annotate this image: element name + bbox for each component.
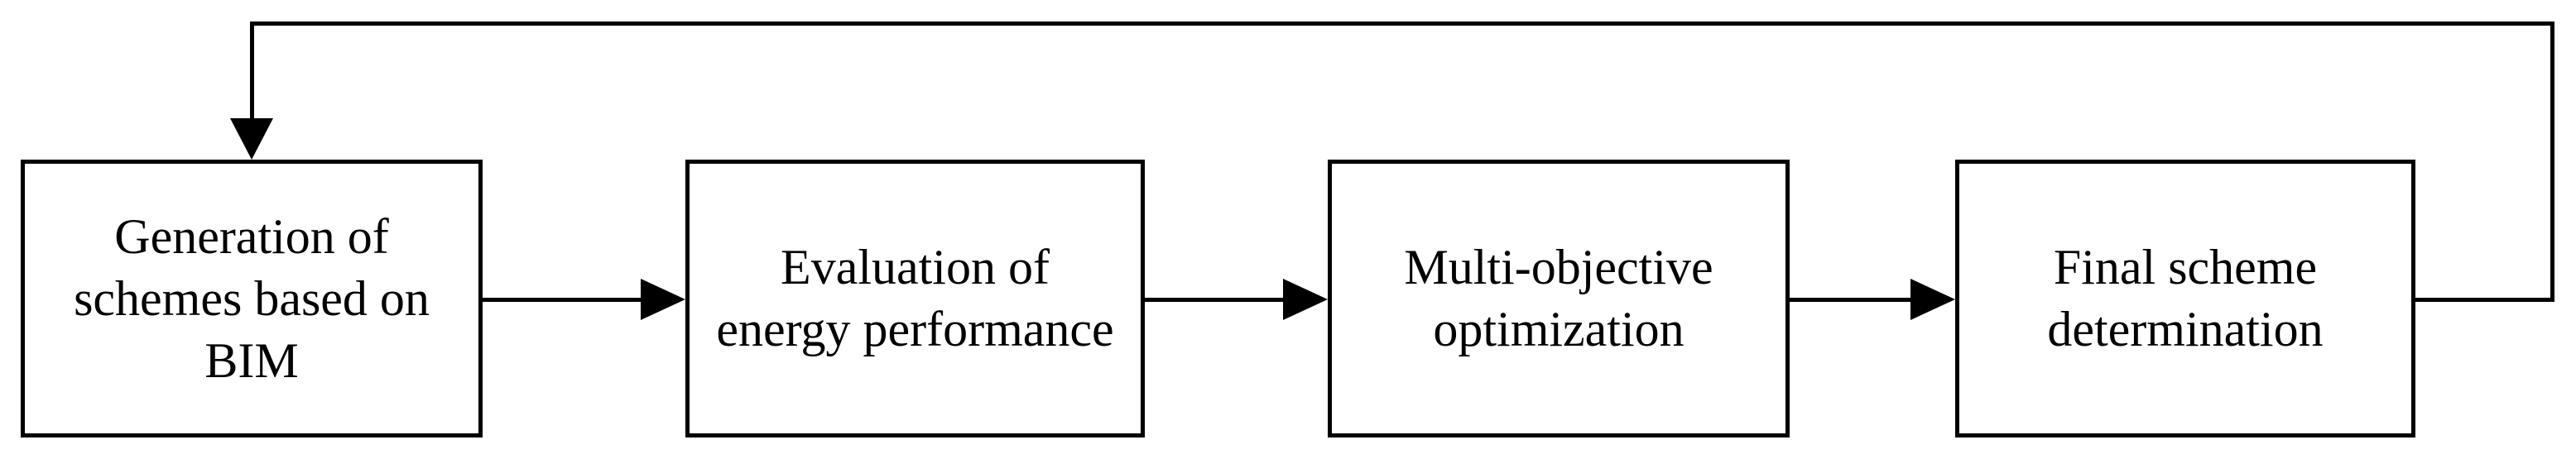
arrowhead-right-icon — [1910, 279, 1955, 320]
box-label-line: BIM — [204, 332, 299, 388]
box-label-line: determination — [2047, 302, 2324, 356]
arrow-generation-to-evaluation — [483, 297, 644, 302]
arrow-optimization-to-final — [1790, 297, 1914, 302]
arrowhead-right-icon — [1283, 279, 1328, 320]
box-label-line: Generation of — [114, 208, 389, 264]
feedback-line-right-rail — [2550, 21, 2554, 302]
arrowhead-down-icon — [230, 118, 273, 160]
box-label-line: Final scheme — [2053, 240, 2318, 294]
box-label-line: schemes based on — [74, 270, 430, 326]
box-label-line: energy performance — [716, 302, 1114, 356]
arrowhead-right-icon — [641, 279, 685, 320]
arrow-evaluation-to-optimization — [1145, 297, 1286, 302]
flow-box-evaluation: Evaluation of energy performance — [685, 160, 1145, 437]
box-label-line: Multi-objective — [1404, 240, 1713, 294]
flow-box-generation: Generation of schemes based on BIM — [21, 160, 483, 437]
feedback-line-top-rail — [250, 21, 2554, 26]
feedback-line-drop — [250, 21, 254, 122]
flow-box-final: Final scheme determination — [1955, 160, 2415, 437]
box-label-line: optimization — [1433, 302, 1684, 356]
feedback-line-from-final-box — [2413, 297, 2554, 302]
flow-box-optimization: Multi-objective optimization — [1328, 160, 1790, 437]
box-label-line: Evaluation of — [781, 240, 1050, 294]
